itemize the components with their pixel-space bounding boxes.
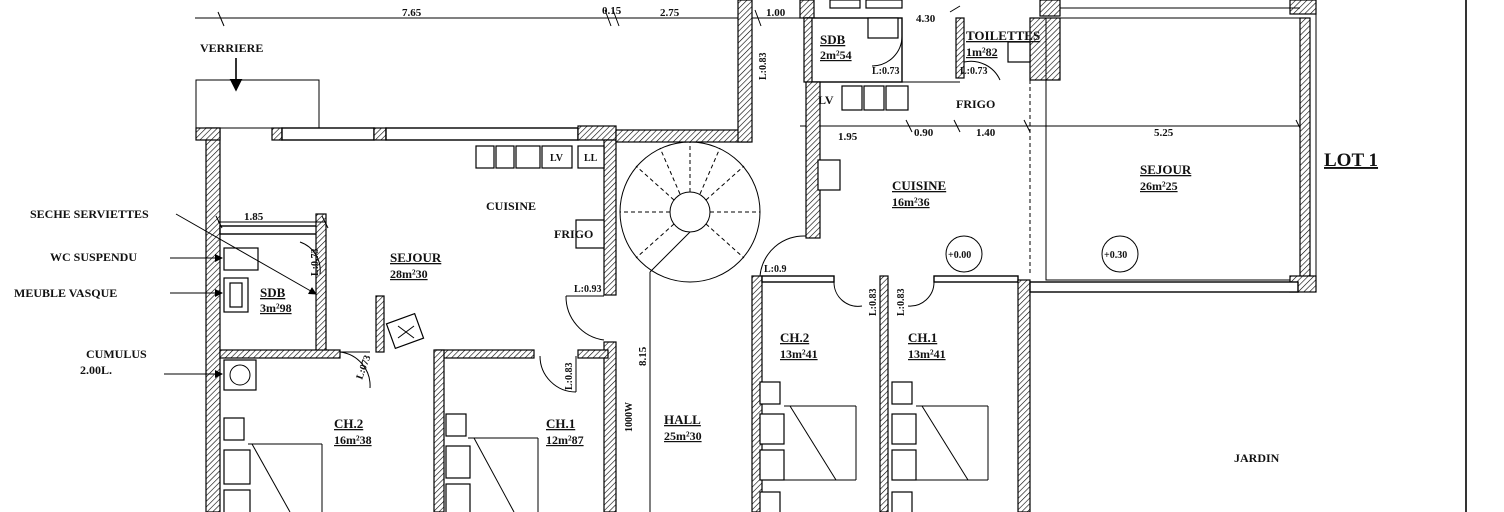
dim-top-1: 7.65: [402, 7, 422, 19]
note-wc-suspendu: WC SUSPENDU: [50, 250, 137, 264]
area-cuisine-right: 16m²36: [892, 195, 930, 209]
dim-top-3: 2.75: [660, 7, 680, 19]
cumulus-icon: [229, 364, 251, 386]
label-verriere: VERRIERE: [200, 41, 263, 55]
level-label-0: +0.00: [948, 250, 971, 261]
dim-door-small: L:073: [354, 354, 373, 381]
room-sdb-left: SDB: [260, 285, 286, 300]
dim-door-ch2-right: L:0.83: [868, 289, 879, 317]
room-ch1-left: CH.1: [546, 416, 575, 431]
dim-door-top: L:0.83: [758, 53, 769, 81]
room-cuisine-right: CUISINE: [892, 178, 946, 193]
dim-door-ch1-right: L:0.83: [896, 289, 907, 317]
dim-door-kitchen: L:0.93: [574, 284, 602, 295]
west-wall: [205, 127, 221, 512]
dim-door-toilettes: L:0.73: [960, 66, 988, 77]
dim-right-1: 1.95: [838, 131, 858, 143]
room-ch2-right: CH.2: [780, 330, 809, 345]
seche-serviettes-arrow: [175, 213, 317, 295]
room-hall: HALL: [664, 412, 701, 427]
label-lv-left: LV: [550, 153, 564, 164]
room-sejour-right: SEJOUR: [1140, 162, 1192, 177]
note-seche-serviettes: SECHE SERVIETTES: [30, 207, 149, 221]
area-sdb-right: 2m²54: [820, 48, 852, 62]
dim-top-small-right: 4.30: [916, 13, 936, 25]
cumulus-power: 1000W: [624, 402, 635, 432]
level-marker-0: [945, 235, 983, 273]
dim-hall-length: 8.15: [637, 346, 649, 366]
room-toilettes: TOILETTES: [966, 28, 1040, 43]
level-label-1: +0.30: [1104, 250, 1127, 261]
room-sdb-right: SDB: [820, 32, 846, 47]
area-ch1-right: 13m²41: [908, 347, 946, 361]
fridge-left: [575, 219, 605, 249]
note-meuble-vasque: MEUBLE VASQUE: [14, 286, 117, 300]
area-ch1-left: 12m²87: [546, 433, 584, 447]
area-sejour-right: 26m²25: [1140, 179, 1178, 193]
note-cumulus: CUMULUS: [86, 347, 147, 361]
left-unit: [164, 0, 800, 512]
room-ch1-right: CH.1: [908, 330, 937, 345]
label-lv-right: LV: [818, 93, 834, 107]
spiral-staircase: [619, 141, 761, 283]
label-cuisine-left: CUISINE: [486, 199, 536, 213]
lot-label: LOT 1: [1324, 150, 1378, 171]
dim-door-sdb: L:0.73: [310, 249, 321, 277]
area-toilettes: 1m²82: [966, 45, 998, 59]
dim-right-4: 5.25: [1154, 127, 1174, 139]
room-ch2-left: CH.2: [334, 416, 363, 431]
dim-top-2: 0.15: [602, 5, 622, 17]
note-cumulus-capacity: 2.00L.: [80, 363, 112, 377]
dim-door-sdb-right: L:0.73: [872, 66, 900, 77]
dim-top-4: 1.00: [766, 7, 786, 19]
area-sejour-left: 28m²30: [390, 267, 428, 281]
verriere-box: [195, 79, 320, 129]
label-frigo-left: FRIGO: [554, 227, 593, 241]
area-ch2-left: 16m²38: [334, 433, 372, 447]
area-ch2-right: 13m²41: [780, 347, 818, 361]
label-ll-left: LL: [584, 153, 598, 164]
dim-door-ch1: L:0.83: [564, 363, 575, 391]
area-sdb-left: 3m²98: [260, 301, 292, 315]
label-jardin: JARDIN: [1234, 451, 1280, 465]
level-marker-1: [1101, 235, 1139, 273]
area-hall: 25m²30: [664, 429, 702, 443]
room-sejour-left: SEJOUR: [390, 250, 442, 265]
dim-sdb-width: 1.85: [244, 211, 264, 223]
dim-right-2: 0.90: [914, 127, 934, 139]
label-frigo-right: FRIGO: [956, 97, 995, 111]
dim-door-ch-right: L:0.9: [764, 264, 787, 275]
dim-right-3: 1.40: [976, 127, 996, 139]
right-unit: [751, 0, 1467, 512]
